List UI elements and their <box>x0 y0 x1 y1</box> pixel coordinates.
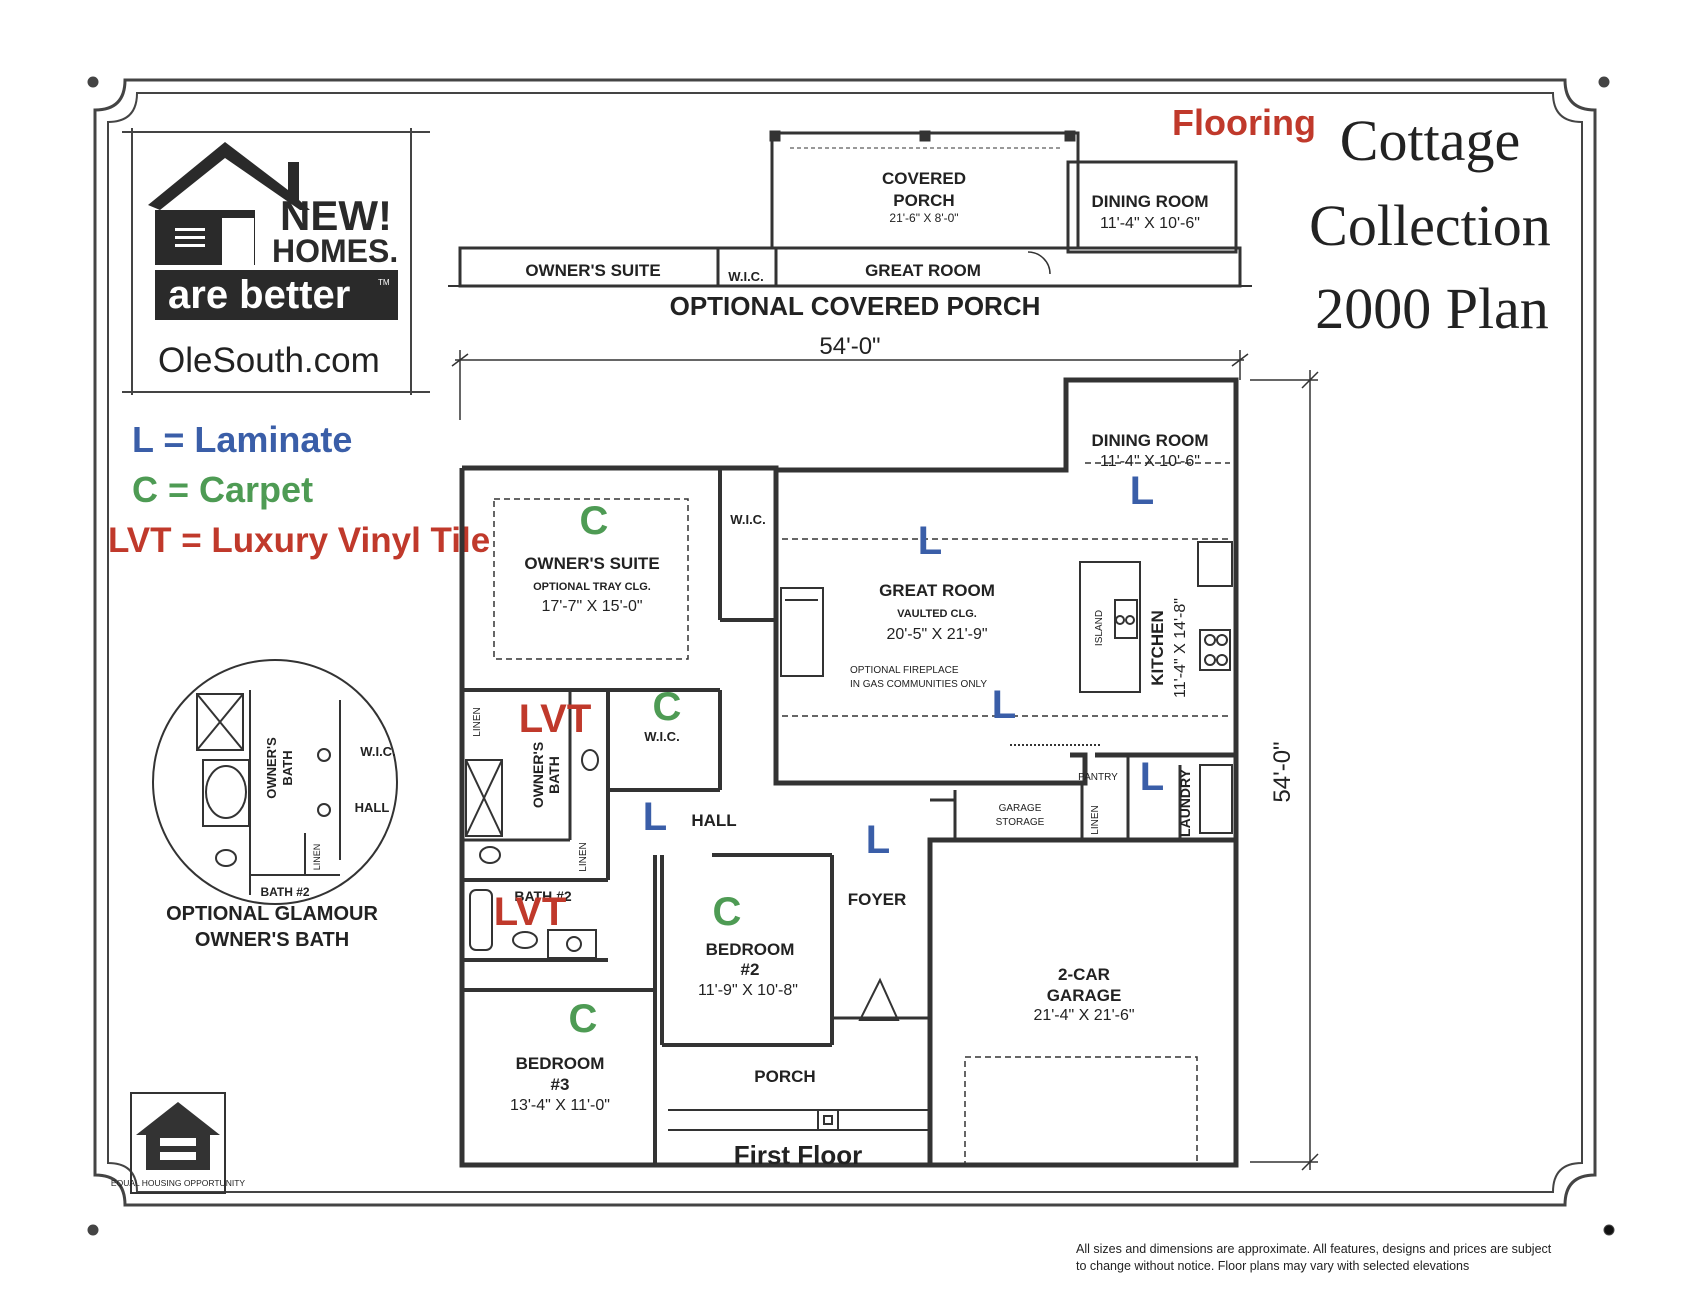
width-dimension: 54'-0" <box>819 333 880 360</box>
room-bath2: BATH #2 <box>514 888 572 904</box>
fixtures <box>465 541 1233 1131</box>
porch-plan-title: OPTIONAL COVERED PORCH <box>670 291 1041 321</box>
logo-are-better: are better <box>168 273 350 317</box>
room-wic-top: W.I.C. <box>730 512 765 527</box>
disclaimer-line2: to change without notice. Floor plans ma… <box>1076 1259 1470 1273</box>
equal-housing-logo: EQUAL HOUSING OPPORTUNITY <box>111 1092 245 1194</box>
main-floor-walls <box>459 377 1239 1168</box>
room-dining: DINING ROOM <box>1091 431 1208 450</box>
porch-owners-label: OWNER'S SUITE <box>525 261 660 280</box>
porch-great-label: GREAT ROOM <box>865 261 981 280</box>
glamour-wic: W.I.C. <box>360 744 395 759</box>
title-collection: Collection <box>1309 193 1551 258</box>
linen-label-3: LINEN <box>1090 805 1101 834</box>
room-owners-bath: OWNER'S <box>530 742 546 808</box>
depth-dimension-line <box>1250 370 1319 1171</box>
room-garage-size: 21'-4" X 21'-6" <box>1033 1007 1134 1024</box>
code-l-great-top: L <box>918 519 942 563</box>
room-bedroom2-num: #2 <box>741 960 760 979</box>
code-c-bedroom3: C <box>569 997 598 1041</box>
garage-storage-1: GARAGE <box>999 803 1042 814</box>
room-kitchen: KITCHEN <box>1148 610 1167 686</box>
room-bedroom3: BEDROOM <box>516 1054 605 1073</box>
room-owners-suite: OWNER'S SUITE <box>524 554 659 573</box>
disclaimer-line1: All sizes and dimensions are approximate… <box>1076 1242 1552 1256</box>
room-great-size: 20'-5" X 21'-9" <box>886 626 987 643</box>
porch-wic-label: W.I.C. <box>728 269 763 284</box>
code-lvt-owners-bath: LVT <box>519 697 592 741</box>
glamour-caption-1: OPTIONAL GLAMOUR <box>166 903 378 925</box>
glamour-bath2: BATH #2 <box>260 885 309 899</box>
depth-dimension: 54'-0" <box>1269 741 1296 802</box>
fireplace-note: OPTIONAL FIREPLACE <box>850 665 959 676</box>
room-kitchen-size: 11'-4" X 14'-8" <box>1172 598 1189 698</box>
room-bedroom3-size: 13'-4" X 11'-0" <box>510 1097 610 1114</box>
porch-dining-size: 11'-4" X 10'-6" <box>1100 215 1200 232</box>
code-c-wic: C <box>653 685 682 729</box>
logo-homes: HOMES. <box>272 233 398 269</box>
flooring-label: Flooring <box>1172 102 1316 143</box>
linen-label-2: LINEN <box>578 842 589 871</box>
room-garage: 2-CAR <box>1058 965 1110 984</box>
glamour-bath: BATH <box>280 750 295 785</box>
dashed-ceiling-lines <box>493 462 1230 1166</box>
porch-dining-label: DINING ROOM <box>1091 192 1208 211</box>
legend-carpet: C = Carpet <box>132 469 313 510</box>
room-dining-size: 11'-4" X 10'-6" <box>1100 453 1200 470</box>
code-lvt-bath2: LVT <box>494 890 567 934</box>
logo-tm: TM <box>378 278 390 287</box>
logo-website: OleSouth.com <box>158 341 380 380</box>
code-l-hall: L <box>643 795 667 839</box>
code-l-great-bottom: L <box>992 683 1016 727</box>
glamour-hall: HALL <box>355 800 390 815</box>
glamour-caption-2: OWNER'S BATH <box>195 929 349 951</box>
room-great-vaulted: VAULTED CLG. <box>897 608 977 620</box>
garage-storage-2: STORAGE <box>996 817 1045 828</box>
glamour-bath-inset: OWNER'S BATH W.I.C. HALL LINEN BATH #2 O… <box>152 659 398 951</box>
decorative-border <box>87 76 1615 1236</box>
width-dimension-line <box>451 350 1249 420</box>
room-garage2: GARAGE <box>1047 986 1122 1005</box>
room-wic-bath: W.I.C. <box>644 729 679 744</box>
room-pantry: PANTRY <box>1078 772 1118 783</box>
disclaimer: All sizes and dimensions are approximate… <box>1076 1241 1636 1275</box>
room-porch: PORCH <box>754 1067 815 1086</box>
room-great: GREAT ROOM <box>879 581 995 600</box>
porch-covered-label: COVERED <box>882 169 966 188</box>
legend-lvt: LVT = Luxury Vinyl Tile <box>108 521 490 560</box>
code-c-bedroom2: C <box>713 890 742 934</box>
logo-new: NEW! <box>280 192 392 239</box>
room-bedroom3-num: #3 <box>551 1075 570 1094</box>
room-owners-bath2: BATH <box>546 756 562 794</box>
room-bedroom2-size: 11'-9" X 10'-8" <box>698 982 798 999</box>
flooring-codes: L L L L L L C C C C LVT LVT <box>494 469 1165 1041</box>
code-l-foyer: L <box>866 818 890 862</box>
eho-text: EQUAL HOUSING OPPORTUNITY <box>111 1178 245 1188</box>
room-foyer: FOYER <box>848 890 907 909</box>
glamour-linen: LINEN <box>312 844 322 871</box>
optional-porch-plan <box>448 130 1252 288</box>
code-l-laundry: L <box>1140 755 1164 799</box>
porch-covered-label2: PORCH <box>893 191 954 210</box>
room-hall: HALL <box>691 811 736 830</box>
code-l-dining: L <box>1130 469 1154 513</box>
island-label: ISLAND <box>1094 610 1105 646</box>
room-owners-tray: OPTIONAL TRAY CLG. <box>533 581 651 593</box>
code-c-owners: C <box>580 499 609 543</box>
legend-laminate: L = Laminate <box>132 419 352 460</box>
porch-covered-size: 21'-6" X 8'-0" <box>889 211 958 225</box>
room-laundry: LAUNDRY <box>1177 768 1193 837</box>
new-homes-logo: NEW! HOMES. are better TM OleSouth.com <box>122 128 430 395</box>
room-owners-size: 17'-7" X 15'-0" <box>541 598 642 615</box>
room-bedroom2: BEDROOM <box>706 940 795 959</box>
glamour-owners: OWNER'S <box>264 737 279 799</box>
title-cottage: Cottage <box>1340 108 1520 173</box>
first-floor-title: First Floor <box>734 1140 863 1170</box>
title-plan: 2000 Plan <box>1315 276 1549 341</box>
linen-label-1: LINEN <box>472 707 483 736</box>
fireplace-note2: IN GAS COMMUNITIES ONLY <box>850 679 987 690</box>
